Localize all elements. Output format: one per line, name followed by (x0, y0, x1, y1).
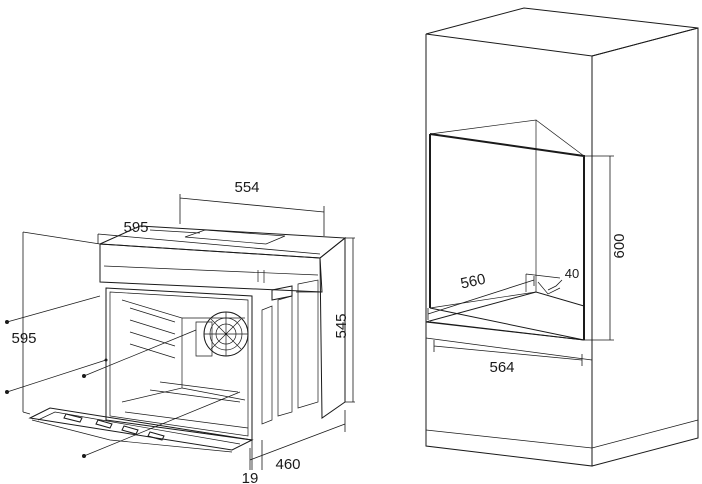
oven-right-height-label: 545 (333, 313, 350, 338)
oven-top-depth-label: 554 (234, 179, 259, 196)
oven-door-thickness-label: 19 (242, 470, 259, 484)
cabinet-niche-height-label: 600 (611, 233, 628, 258)
oven-drawing: 554 595 595 545 460 19 (5, 179, 355, 484)
oven-front-width-label: 595 (123, 219, 148, 236)
oven-left-height-label: 595 (11, 330, 36, 347)
cabinet-niche-depth-label: 560 (459, 271, 487, 293)
cabinet-vent-gap-label: 40 (565, 266, 579, 281)
oven-bottom-depth-label: 460 (275, 456, 300, 473)
cabinet-niche-width-label: 564 (489, 359, 514, 376)
cabinet-drawing: 560 564 600 40 (425, 7, 699, 467)
